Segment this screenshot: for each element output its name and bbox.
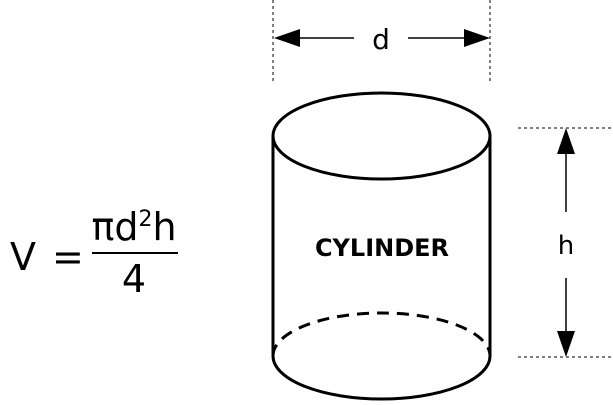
formula-equals-sign: = [52, 235, 84, 279]
cylinder-bottom-hidden-arc [271, 311, 492, 357]
height-label: h [558, 231, 574, 261]
diameter-arrowhead-right [464, 29, 490, 47]
formula-fraction: πd2h 4 [88, 205, 188, 305]
formula-numerator-main: πd [91, 205, 139, 249]
diameter-label: d [372, 23, 390, 56]
formula-numerator-tail: h [152, 205, 177, 249]
diameter-arrowhead-left [274, 29, 300, 47]
volume-formula: V = πd2h 4 [10, 205, 210, 305]
cylinder-label: CYLINDER [315, 234, 449, 262]
cylinder-top-ellipse [271, 91, 492, 181]
formula-volume-symbol: V [10, 235, 37, 279]
height-arrowhead-top [557, 128, 575, 154]
formula-denominator: 4 [121, 257, 147, 301]
height-arrowhead-bottom [557, 331, 575, 357]
formula-numerator: πd2h [88, 205, 180, 256]
formula-fraction-bar [92, 252, 178, 254]
formula-exponent: 2 [138, 207, 153, 232]
cylinder-bottom-front-arc [271, 355, 492, 401]
